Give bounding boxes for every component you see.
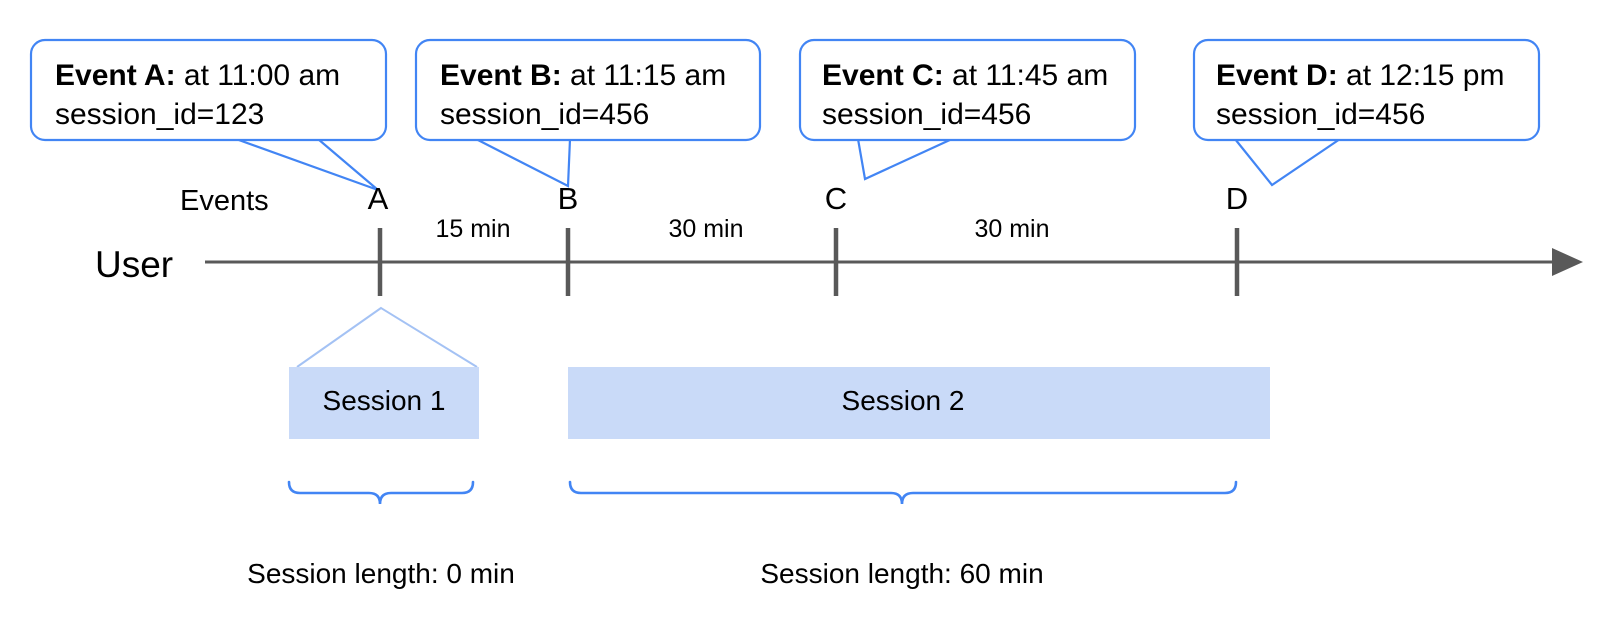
gap-label-c-d: 30 min (974, 215, 1049, 243)
event-letter-b: B (558, 181, 579, 216)
callout-line2-c: session_id=456 (822, 98, 1031, 131)
session-1-label: Session 1 (323, 385, 446, 416)
session-2-length-caption: Session length: 60 min (760, 558, 1043, 589)
callout-box-b (414, 38, 762, 142)
session-1-funnel (296, 306, 478, 368)
session-bar-2: Session 2 (568, 367, 1270, 439)
callout-tail-c (856, 137, 953, 181)
callout-box-c (798, 38, 1137, 142)
gap-label-b-c: 30 min (668, 215, 743, 243)
callout-line1-c: Event C: at 11:45 am (822, 59, 1108, 92)
callout-line2-a: session_id=123 (55, 98, 264, 131)
lane-label-events: Events (180, 185, 269, 217)
timeline-arrowhead (1552, 248, 1583, 276)
session-2-rect (568, 367, 1270, 439)
callout-line2-d: session_id=456 (1216, 98, 1425, 131)
lane-label-user: User (95, 244, 173, 285)
callout-event-d: Event D: at 12:15 pm session_id=456 (1192, 38, 1541, 187)
callout-tail-a (235, 137, 379, 192)
session-1-brace (287, 480, 475, 505)
callout-box-a (29, 38, 388, 142)
gap-label-a-b: 15 min (435, 215, 510, 243)
callout-line1-b: Event B: at 11:15 am (440, 59, 726, 92)
session-1-rect (289, 367, 479, 439)
session-2-brace (568, 480, 1238, 505)
callout-line2-b: session_id=456 (440, 98, 649, 131)
callout-tail-b (475, 137, 572, 188)
callout-event-b: Event B: at 11:15 am session_id=456 (414, 38, 762, 188)
event-letter-d: D (1226, 181, 1248, 216)
session-2-label: Session 2 (842, 385, 965, 416)
callout-box-d (1192, 38, 1541, 142)
event-letter-c: C (825, 181, 847, 216)
callout-line1-a: Event A: at 11:00 am (55, 59, 340, 92)
callout-line1-d: Event D: at 12:15 pm (1216, 59, 1504, 92)
event-letter-a: A (368, 181, 389, 216)
callout-event-a: Event A: at 11:00 am session_id=123 (29, 38, 388, 192)
session-1-length-caption: Session length: 0 min (247, 558, 515, 589)
callout-tail-d (1232, 137, 1344, 187)
session-bar-1: Session 1 (289, 367, 479, 439)
callout-event-c: Event C: at 11:45 am session_id=456 (798, 38, 1137, 181)
